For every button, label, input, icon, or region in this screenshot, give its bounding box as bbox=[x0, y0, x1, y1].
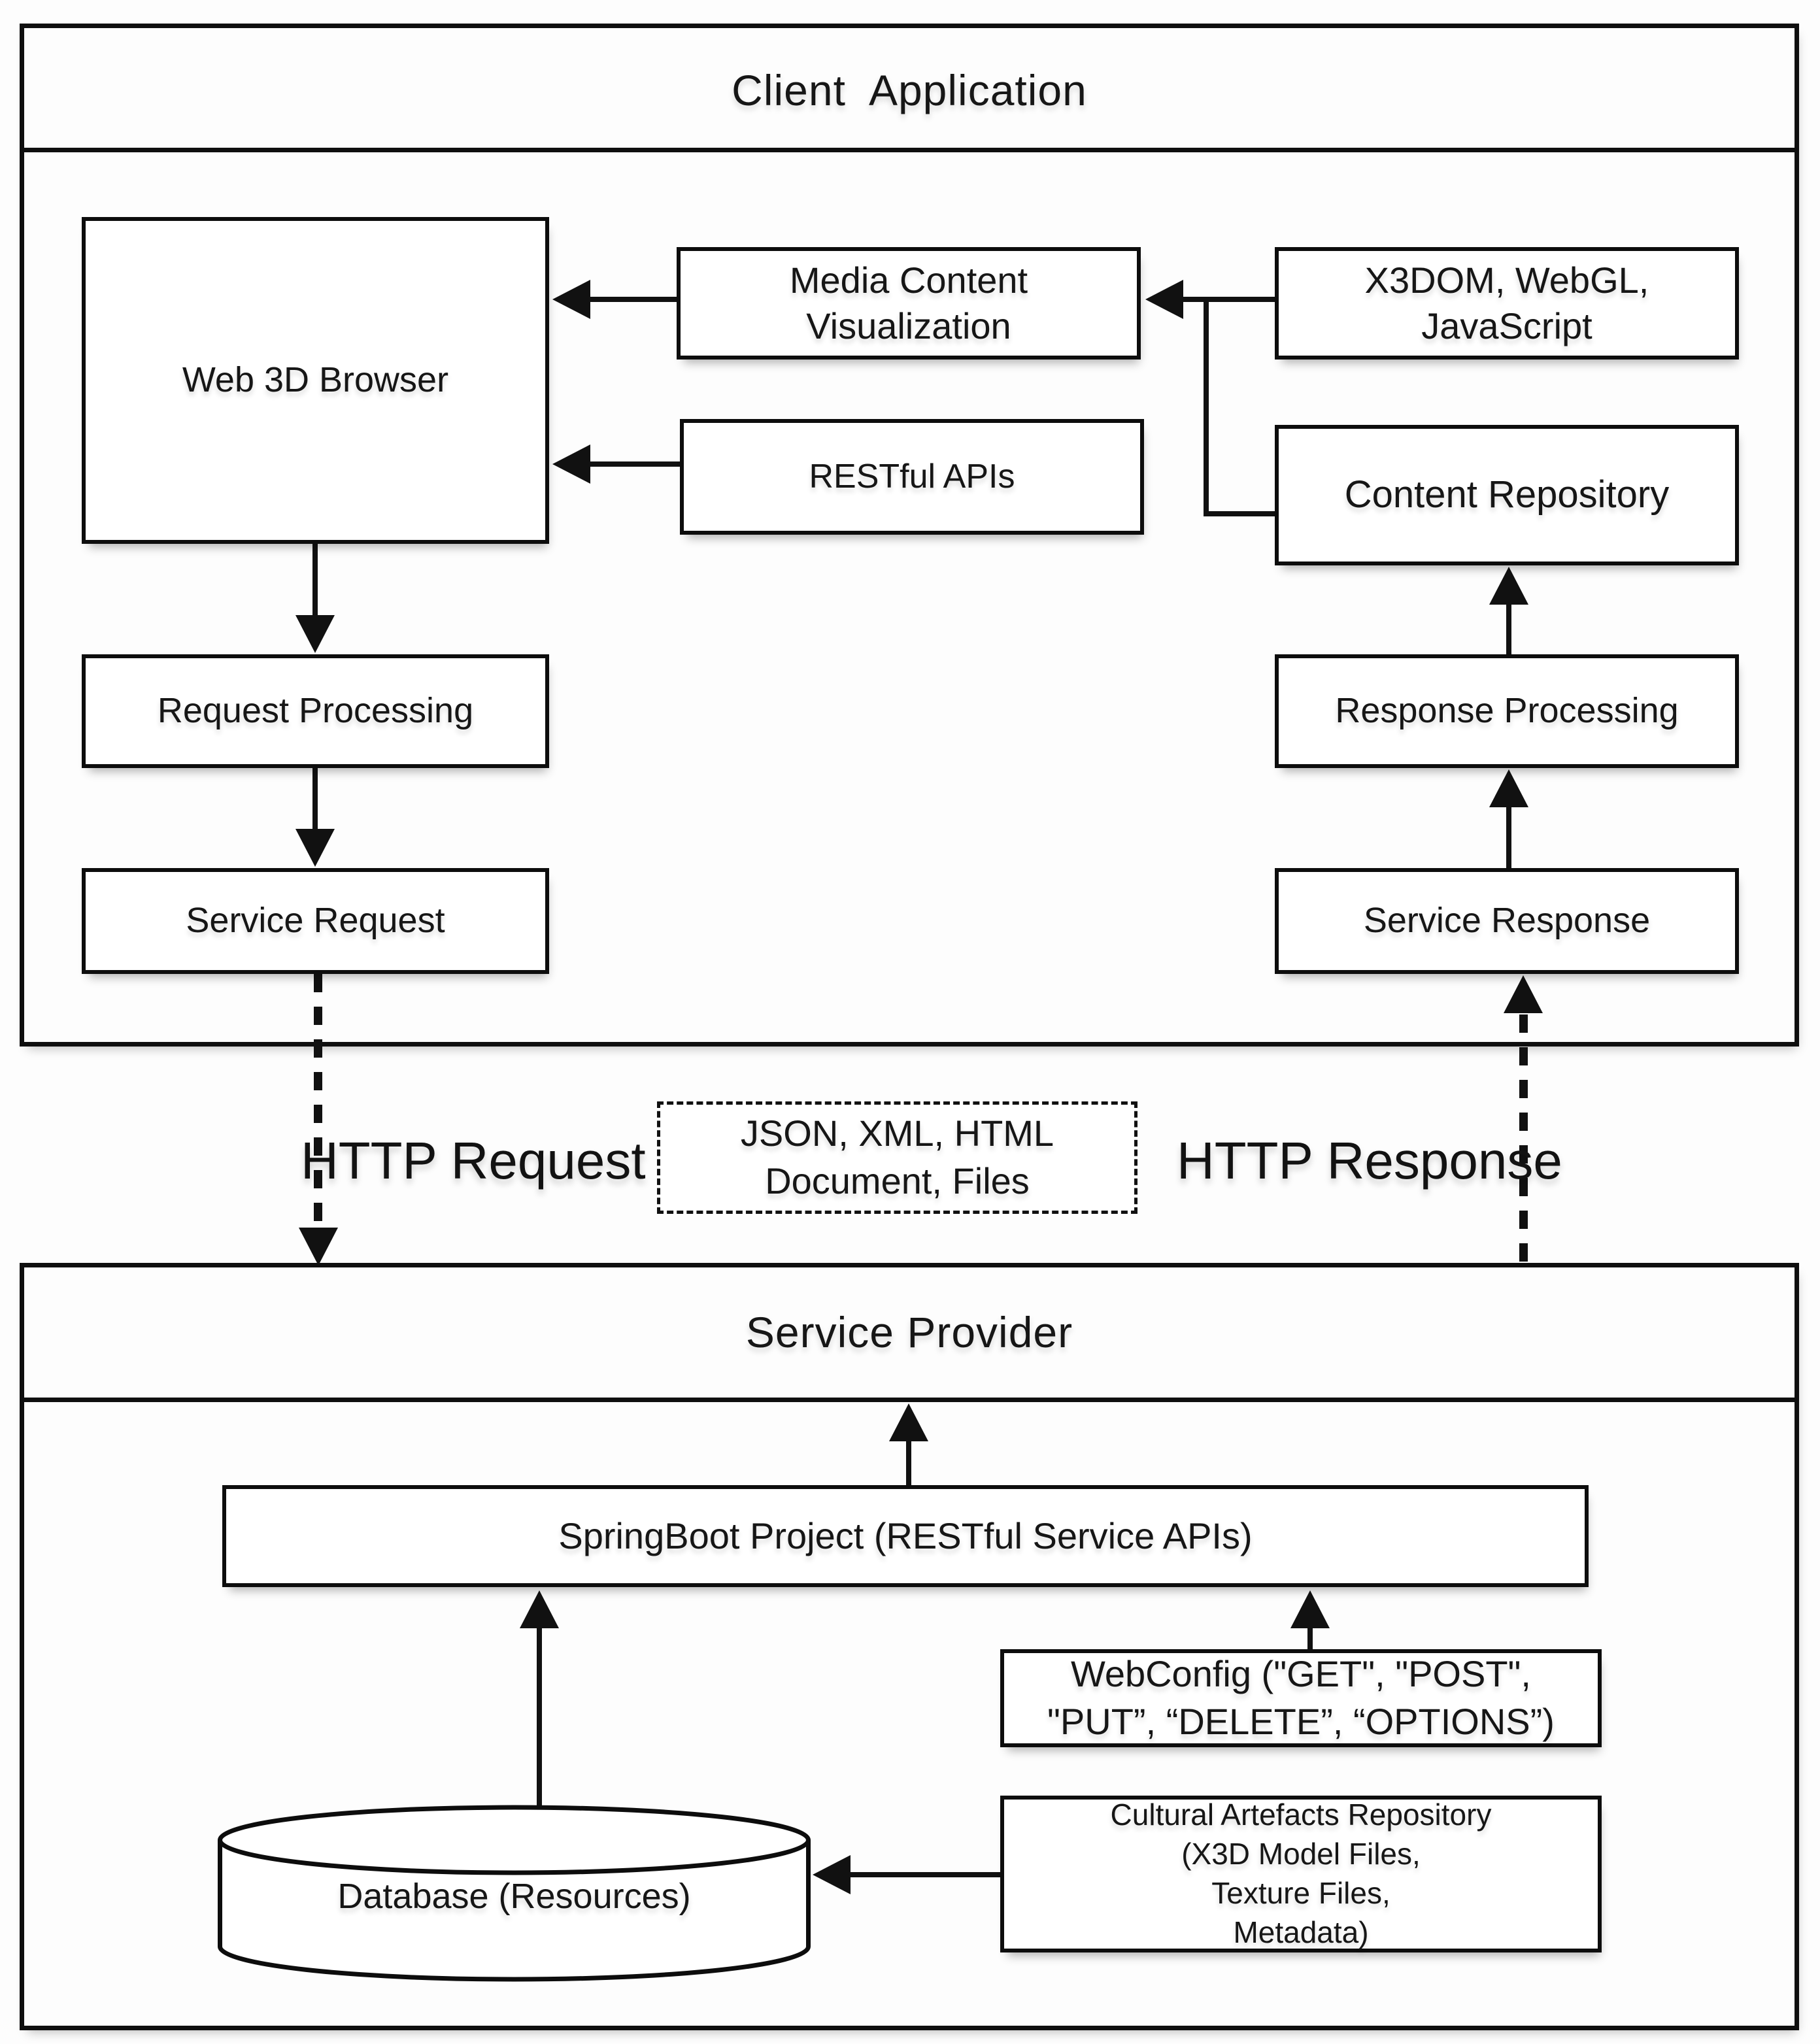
database-label: Database (Resources) bbox=[337, 1877, 691, 1916]
http-request-label: HTTP Request bbox=[301, 1131, 646, 1190]
arrow-springboot-to-provider-shaft bbox=[906, 1439, 911, 1486]
arrow-svcresp-to-respproc-head bbox=[1489, 769, 1528, 807]
service-provider-container bbox=[20, 1263, 1799, 2030]
arrow-reqproc-to-svcreq-head bbox=[295, 829, 335, 867]
arrow-web3d-to-reqproc-head bbox=[295, 615, 335, 653]
arrow-restful-to-web3d-head bbox=[552, 444, 590, 484]
arrow-web3d-to-reqproc-shaft bbox=[312, 543, 318, 618]
box-restful-apis: RESTful APIs bbox=[680, 419, 1144, 535]
service-provider-title: Service Provider bbox=[745, 1308, 1073, 1356]
box-web-3d-browser: Web 3D Browser bbox=[82, 217, 549, 544]
client-application-container bbox=[20, 24, 1799, 1047]
arrow-x3dom-to-media-head bbox=[1145, 280, 1183, 319]
arrow-database-to-springboot-shaft bbox=[537, 1626, 542, 1816]
http-request-dashed-line bbox=[314, 974, 322, 1229]
box-request-processing: Request Processing bbox=[82, 654, 549, 768]
box-springboot-project: SpringBoot Project (RESTful Service APIs… bbox=[222, 1485, 1589, 1587]
junction-content-repo-vertical bbox=[1204, 297, 1209, 516]
arrow-cultural-to-database-shaft bbox=[847, 1872, 1000, 1877]
http-response-dashed-line bbox=[1519, 1014, 1528, 1263]
box-webconfig: WebConfig ("GET", "POST", "PUT”, “DELETE… bbox=[1000, 1649, 1602, 1747]
client-application-title: Client Application bbox=[732, 66, 1087, 114]
arrow-cultural-to-database-head bbox=[813, 1855, 851, 1894]
arrow-media-to-web3d-head bbox=[552, 280, 590, 319]
arrow-media-to-web3d-shaft bbox=[582, 297, 680, 302]
box-response-processing: Response Processing bbox=[1275, 654, 1739, 768]
arrow-webconfig-to-springboot-head bbox=[1290, 1590, 1330, 1628]
box-content-repository: Content Repository bbox=[1275, 425, 1739, 565]
arrow-webconfig-to-springboot-shaft bbox=[1307, 1626, 1313, 1650]
http-request-arrow-head bbox=[299, 1228, 338, 1265]
database-cylinder bbox=[218, 1805, 811, 1982]
box-service-request: Service Request bbox=[82, 868, 549, 974]
arrow-database-to-springboot-head bbox=[520, 1590, 559, 1628]
http-response-arrow-head bbox=[1504, 975, 1543, 1013]
box-service-response: Service Response bbox=[1275, 868, 1739, 974]
box-x3dom-webgl-javascript: X3DOM, WebGL, JavaScript bbox=[1275, 247, 1739, 360]
arrow-springboot-to-provider-head bbox=[889, 1403, 928, 1441]
box-media-content-visualization: Media Content Visualization bbox=[677, 247, 1141, 360]
arrow-restful-to-web3d-shaft bbox=[582, 461, 680, 467]
arrow-x3dom-to-media-shaft bbox=[1177, 297, 1275, 302]
box-payload-types: JSON, XML, HTML Document, Files bbox=[657, 1101, 1138, 1214]
arrow-respproc-to-repo-shaft bbox=[1506, 603, 1511, 656]
box-cultural-artefacts-repository: Cultural Artefacts Repository (X3D Model… bbox=[1000, 1796, 1602, 1952]
junction-content-repo-horizontal bbox=[1204, 511, 1280, 516]
client-title-separator bbox=[20, 148, 1799, 152]
http-response-label: HTTP Response bbox=[1177, 1131, 1562, 1190]
provider-title-separator bbox=[20, 1398, 1799, 1402]
arrow-svcresp-to-respproc-shaft bbox=[1506, 805, 1511, 869]
arrow-reqproc-to-svcreq-shaft bbox=[312, 766, 318, 831]
arrow-respproc-to-repo-head bbox=[1489, 567, 1528, 605]
